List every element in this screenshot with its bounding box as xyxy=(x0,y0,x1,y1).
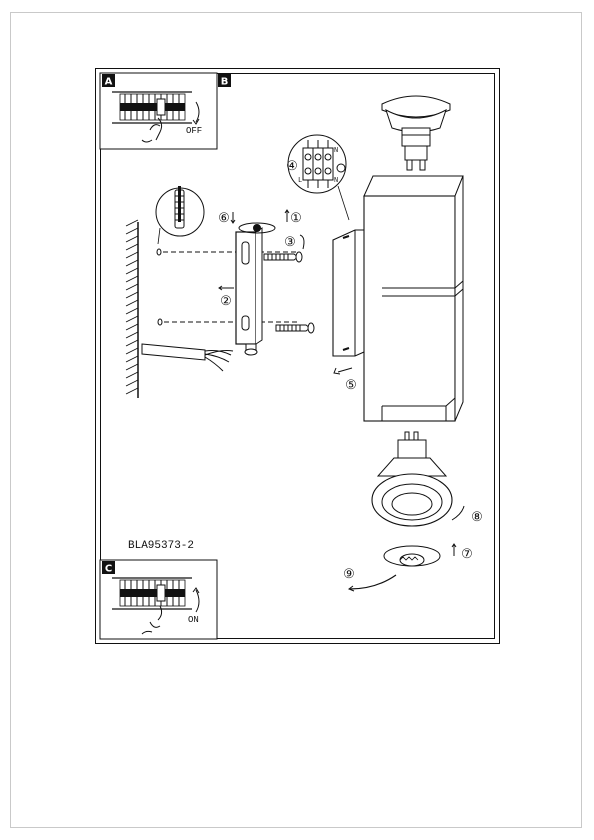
earth-icon xyxy=(336,163,346,173)
lamp-housing-icon xyxy=(332,175,464,422)
hand-icon xyxy=(141,117,163,143)
fuse-box-icon xyxy=(112,91,192,124)
step-9-label: ⑨ xyxy=(343,567,355,582)
step-2-marker: ② xyxy=(218,285,234,309)
switch-down-arrow-icon xyxy=(195,101,200,123)
step-8-arrow xyxy=(451,505,465,521)
diagram-frame-inner xyxy=(100,73,495,639)
panel-b-badge-box xyxy=(218,74,231,87)
step-3-arrow xyxy=(299,234,305,250)
hand-icon xyxy=(141,605,163,635)
diagram-frame-outer xyxy=(95,68,500,644)
terminal-n2-label: N xyxy=(334,177,338,185)
step-4-label: ④ xyxy=(286,159,298,174)
screw-top-icon xyxy=(263,251,303,263)
step-8-label: ⑧ xyxy=(471,510,483,525)
mounting-bracket-icon xyxy=(235,227,263,356)
svg-text:⑤: ⑤ xyxy=(345,378,357,393)
panel-c: C ON xyxy=(99,559,218,640)
bracket-top-screw xyxy=(230,209,290,234)
panel-c-badge: C xyxy=(105,564,112,575)
step-1-label: ① xyxy=(290,211,302,226)
panel-b-badge: B xyxy=(221,77,229,88)
gu10-bulb-bottom-icon xyxy=(371,431,453,527)
panel-a-badge-box xyxy=(102,74,115,87)
wall-icon xyxy=(125,219,139,398)
panel-a-badge: A xyxy=(105,77,113,88)
retaining-clip-icon xyxy=(383,545,441,567)
step-9-arrow xyxy=(349,574,397,590)
step-7-arrow xyxy=(451,543,457,556)
drill-hole-bottom xyxy=(157,318,163,326)
terminal-block-callout xyxy=(287,134,350,221)
step-7-label: ⑦ xyxy=(461,547,473,562)
terminal-n-label: N xyxy=(334,147,338,155)
terminal-l-label: L xyxy=(298,177,302,185)
step-3-label: ③ xyxy=(284,235,296,250)
step-5-marker: ⑤ xyxy=(333,367,357,393)
switch-up-arrow-icon xyxy=(195,589,200,613)
fuse-box-icon xyxy=(112,577,192,610)
step-6-label: ⑥ xyxy=(218,211,230,226)
screw-bottom-icon xyxy=(275,322,315,334)
mains-cable-icon xyxy=(141,343,234,372)
gu10-bulb-top-icon xyxy=(381,95,451,171)
drill-hole-top xyxy=(156,248,162,256)
svg-text:②: ② xyxy=(220,294,232,309)
panel-a-off-label: OFF xyxy=(186,126,202,136)
page-border xyxy=(10,12,582,828)
panel-c-badge-box xyxy=(102,561,115,574)
model-code: BLA95373-2 xyxy=(128,540,194,552)
panel-a: A OFF xyxy=(99,72,218,150)
wall-plug-callout xyxy=(155,186,205,245)
panel-c-on-label: ON xyxy=(188,615,199,625)
